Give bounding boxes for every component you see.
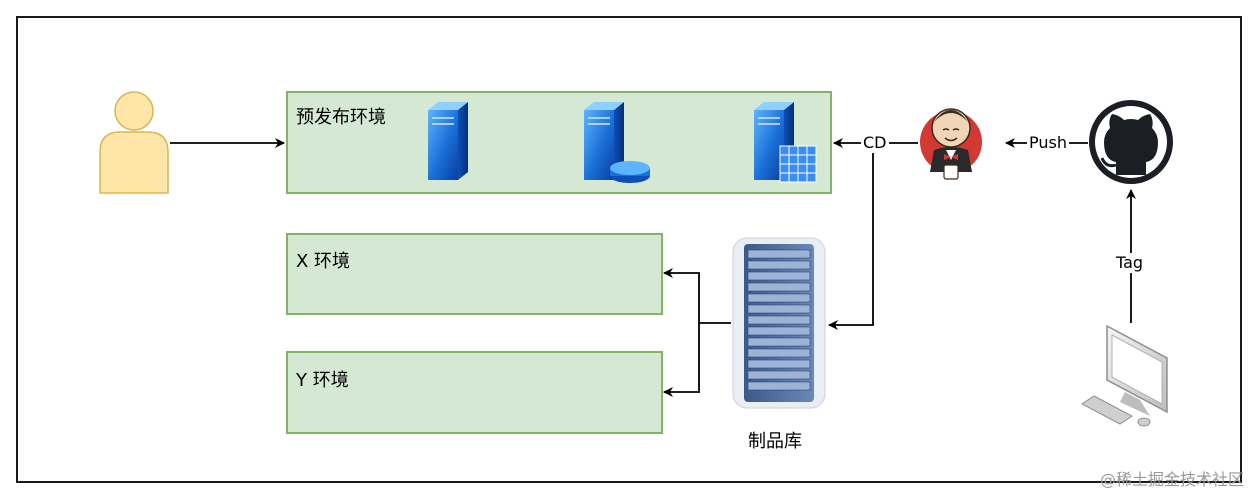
repository-to-x-arrow (663, 268, 700, 323)
diagram-frame (16, 16, 1242, 483)
grid-server-icon (754, 102, 817, 183)
repository-to-y-arrow (663, 323, 700, 397)
cd-to-repository-arrow (828, 143, 874, 330)
edge-label-cd: CD (861, 133, 889, 153)
edge-label-push: Push (1027, 133, 1069, 153)
edge-label-tag: Tag (1114, 253, 1146, 273)
jenkins-icon (920, 108, 982, 180)
env-box-preview (286, 91, 832, 194)
watermark: @稀土掘金技术社区 (1099, 470, 1244, 489)
env-box-x (286, 233, 663, 315)
database-server-icon (584, 102, 650, 183)
user-icon (99, 91, 169, 194)
computer-icon (1081, 324, 1168, 427)
server-icon (428, 102, 468, 180)
env-label-y: Y 环境 (296, 370, 349, 391)
env-label-preview: 预发布环境 (296, 107, 386, 128)
artifact-repository-icon (732, 237, 826, 409)
github-icon (1089, 100, 1173, 184)
env-box-y (286, 351, 663, 434)
env-label-x: X 环境 (296, 251, 351, 272)
artifact-repository-label: 制品库 (748, 431, 802, 452)
